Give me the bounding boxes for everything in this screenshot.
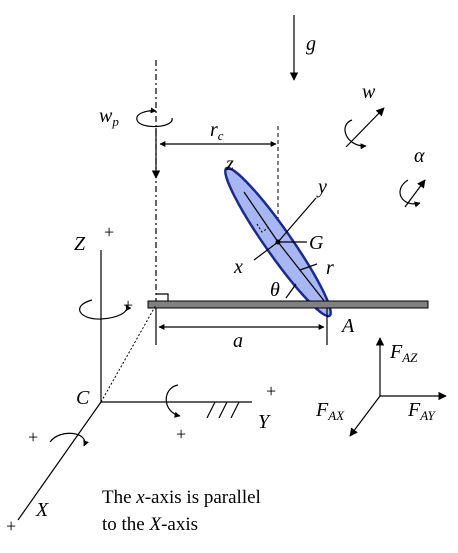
global-X-label: X (35, 499, 49, 521)
precession-rate-label: wp (99, 105, 119, 129)
plus-Z: + (104, 222, 114, 242)
note-line-1: The x-axis is parallel (102, 487, 261, 508)
radius-r-label: r (326, 257, 334, 279)
rotation-about-Z-arrow (79, 299, 132, 320)
angle-theta-label: θ (270, 279, 280, 301)
gravity-label: g (306, 33, 316, 55)
right-angle-marker (156, 293, 169, 301)
global-Y-label: Y (258, 411, 271, 433)
rotation-about-Y-arrow (165, 384, 181, 418)
force-AZ-label: FAZ (389, 341, 418, 365)
alpha-arrow (399, 179, 426, 208)
axis-z-label: z (225, 153, 234, 175)
alpha-label: α (414, 145, 425, 167)
rolling-disk (224, 166, 332, 318)
spin-w-arrow (344, 107, 385, 150)
origin-C-label: C (76, 387, 90, 409)
plus-rotation-Y: + (176, 424, 186, 444)
plus-Y: + (266, 381, 276, 401)
plus-rotation-X: + (28, 427, 38, 447)
rc-label: rc (210, 119, 224, 143)
ground-surface (147, 300, 429, 309)
force-AX-label: FAX (315, 399, 345, 423)
global-axes (17, 250, 252, 521)
spin-w-label: w (362, 81, 376, 103)
force-AX-arrow (349, 395, 381, 437)
global-Z-label: Z (74, 233, 86, 255)
center-G-label: G (309, 232, 324, 254)
plus-rotation-Z: + (123, 295, 133, 315)
note-line-2: to the X-axis (102, 514, 198, 535)
contact-point-A-label: A (340, 315, 355, 337)
a-label: a (233, 330, 243, 352)
force-AY-label: FAY (407, 399, 436, 423)
axis-x-label: x (233, 256, 243, 278)
precession-rotation-arrow (136, 107, 173, 179)
rotation-about-X-arrow (49, 432, 89, 447)
plus-X: + (6, 516, 16, 536)
axis-y-label: y (316, 176, 327, 198)
